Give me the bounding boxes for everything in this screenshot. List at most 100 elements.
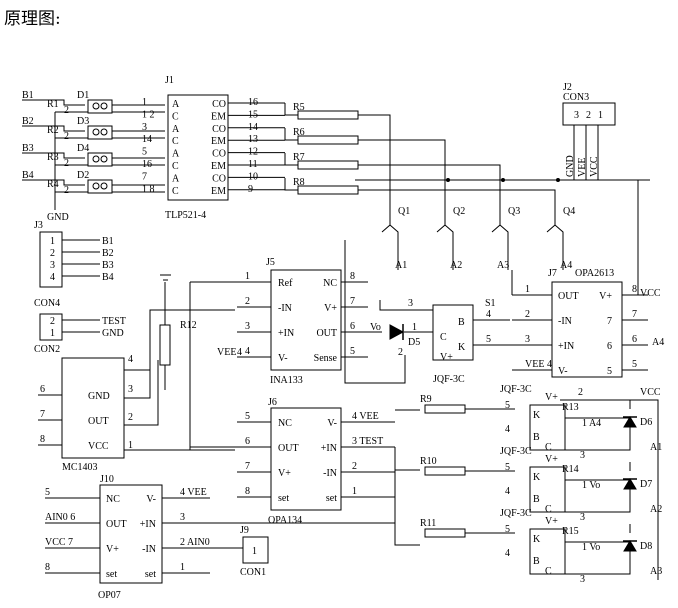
connector-J4 xyxy=(39,313,63,341)
pin-name: CO xyxy=(212,124,226,135)
ref-D7: D7 xyxy=(640,479,652,490)
resistor-R5: R5 xyxy=(293,102,305,113)
pin-number: 5 xyxy=(632,359,637,370)
ref-R12: R12 xyxy=(180,320,197,331)
resistor-body-R5 xyxy=(297,110,359,120)
led-dot xyxy=(100,155,108,163)
part-relay: JQF-3C xyxy=(500,446,532,457)
pin-name: Sense xyxy=(314,353,338,364)
pin-name: NC xyxy=(323,278,337,289)
wire xyxy=(284,103,298,116)
wire xyxy=(284,178,298,191)
wire xyxy=(444,224,454,240)
pin-name: NC xyxy=(106,494,120,505)
wire xyxy=(358,139,446,205)
pin-name: set xyxy=(278,493,289,504)
led-dot xyxy=(92,155,100,163)
pin-number: 5 xyxy=(245,411,250,422)
pin-label: 2 xyxy=(64,158,69,169)
pin-number: 14 xyxy=(248,122,258,133)
pin-name: V- xyxy=(327,418,337,429)
part-relay: JQF-3C xyxy=(500,384,532,395)
pin-name: B xyxy=(533,432,540,443)
wire xyxy=(565,489,631,513)
input-diode-1: D1 xyxy=(77,90,89,101)
pin-number: 2 xyxy=(352,461,357,472)
led-package-2 xyxy=(87,125,113,140)
pin-name: OUT xyxy=(316,328,337,339)
pin-number: 3 xyxy=(525,334,530,345)
pin-number: 2 AIN0 xyxy=(180,537,210,548)
net-GND: GND xyxy=(102,328,124,339)
led-dot xyxy=(92,128,100,136)
wire xyxy=(546,205,556,233)
pin-name: NC xyxy=(278,418,292,429)
part-J6: OPA134 xyxy=(268,515,302,526)
pin-name: K xyxy=(533,410,541,421)
wire xyxy=(436,205,446,233)
pin-name: +IN xyxy=(278,328,294,339)
gnd-label: GND xyxy=(47,212,69,223)
input-diode-4: D2 xyxy=(77,170,89,181)
pin-number: 5 xyxy=(45,487,50,498)
wire xyxy=(379,300,433,311)
wire xyxy=(565,551,631,575)
led-dot xyxy=(92,182,100,190)
pin-number: 5 xyxy=(142,147,147,158)
pin-number: 4 VEE xyxy=(352,411,379,422)
ref-J5: J5 xyxy=(266,257,275,268)
pin-label: 2 xyxy=(64,105,69,116)
part-J7: OPA2613 xyxy=(575,268,614,279)
pin-name: EM xyxy=(211,136,226,147)
net-A4: A4 xyxy=(652,337,664,348)
pin-name: EM xyxy=(211,161,226,172)
pin-number: 2 xyxy=(586,110,591,121)
resistor-body-R7 xyxy=(297,160,359,170)
pin-name: 6 xyxy=(607,341,612,352)
output-label-A3: A3 xyxy=(497,260,509,271)
wire xyxy=(22,152,85,159)
pin-number: 2 xyxy=(525,309,530,320)
pin-number: 7 xyxy=(350,296,355,307)
resistor-body-R6 xyxy=(297,135,359,145)
net-label: 1 Vo xyxy=(582,542,600,553)
diode-D6 xyxy=(623,416,637,428)
pin-name: OUT xyxy=(558,291,579,302)
wire xyxy=(284,153,298,166)
pin-number: 6 xyxy=(40,384,45,395)
pin-number: 4 xyxy=(237,347,242,358)
ref-D6: D6 xyxy=(640,417,652,428)
resistor-body-R10 xyxy=(424,466,466,476)
wire xyxy=(554,224,564,240)
pin-number: 14 xyxy=(142,134,152,145)
pin-label: 2 xyxy=(64,185,69,196)
pin-number: 4 VEE xyxy=(180,487,207,498)
relay-R15 xyxy=(529,528,566,575)
net-B2: B2 xyxy=(102,248,114,259)
ref-D8: D8 xyxy=(640,541,652,552)
input-label-2: B2 xyxy=(22,116,34,127)
pin-name: K xyxy=(533,534,541,545)
pin-number: 9 xyxy=(248,184,253,195)
part-J1: TLP521-4 xyxy=(165,210,206,221)
pin-name: CO xyxy=(212,149,226,160)
potentiometer-R12 xyxy=(159,324,171,366)
connector-J3 xyxy=(39,231,63,288)
wires xyxy=(22,99,659,580)
pin-number: 4 xyxy=(50,272,55,283)
pin-number: 12 xyxy=(248,147,258,158)
wire xyxy=(22,179,85,186)
net-VEE: VEE xyxy=(217,347,236,358)
pin-name: V+ xyxy=(545,392,558,403)
pin-number: 1 xyxy=(252,546,257,557)
resistor-R7: R7 xyxy=(293,152,305,163)
pin-number: 2 xyxy=(50,316,55,327)
pin-name: A xyxy=(172,149,180,160)
pin-number: 11 xyxy=(248,159,258,170)
pin-number: 16 xyxy=(248,97,258,108)
net-B1: B1 xyxy=(102,236,114,247)
pin-name: CO xyxy=(212,173,226,184)
junction-dot xyxy=(501,178,505,182)
pin-number: VCC 7 xyxy=(45,537,73,548)
